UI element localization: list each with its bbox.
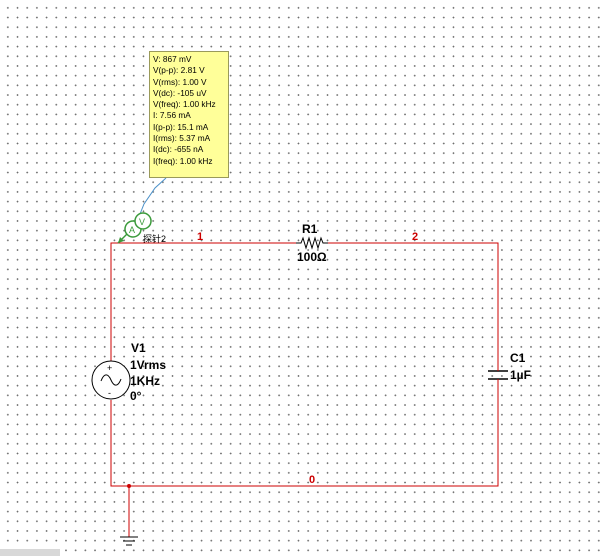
capacitor-value-label: 1µF: [510, 368, 531, 382]
probe-reading-i: I: 7.56 mA: [153, 110, 191, 121]
probe-reading-v: V: 867 mV: [153, 54, 192, 64]
probe-reading-ipp: I(p-p): 15.1 mA: [153, 121, 209, 132]
resistor-r1[interactable]: [296, 236, 328, 250]
probe-reading-ifreq: I(freq): 1.00 kHz: [153, 155, 213, 166]
svg-text:V: V: [139, 217, 145, 227]
horizontal-scrollbar-stub[interactable]: [0, 549, 60, 556]
probe-readout-box[interactable]: V: 867 mV V(p-p): 2.81 V V(rms): 1.00 V …: [149, 51, 229, 178]
wires: [110, 242, 499, 537]
source-amplitude-label: 1Vrms: [130, 358, 167, 372]
capacitor-c1[interactable]: [488, 364, 508, 386]
probe-name-label: 探针2: [143, 234, 167, 244]
sine-wave-icon: [100, 374, 122, 386]
wire-node-1[interactable]: [110, 242, 296, 361]
probe-reading-vpp: V(p-p): 2.81 V: [153, 65, 205, 76]
probe-reading-vrms: V(rms): 1.00 V: [153, 76, 207, 87]
resistor-value-label: 100Ω: [297, 250, 327, 264]
probe-reading-irms: I(rms): 5.37 mA: [153, 133, 211, 144]
svg-text:A: A: [129, 225, 135, 235]
probe-leader-line: [139, 177, 167, 215]
source-plus-sign: +: [107, 363, 112, 373]
resistor-name-label: R1: [302, 222, 318, 236]
probe-reading-vfreq: V(freq): 1.00 kHz: [153, 99, 216, 110]
node-label-2: 2: [412, 231, 419, 243]
wire-node-0[interactable]: [110, 386, 499, 487]
probe-reading-idc: I(dc): -655 nA: [153, 144, 204, 155]
source-minus-sign: -: [108, 388, 111, 398]
ac-source-v1[interactable]: + -: [91, 360, 131, 400]
node-label-1: 1: [197, 231, 204, 243]
probe-icon[interactable]: A V: [117, 212, 152, 244]
source-frequency-label: 1KHz: [130, 374, 161, 388]
ground-symbol[interactable]: [120, 536, 138, 546]
junction-dot: [127, 484, 131, 488]
capacitor-name-label: C1: [510, 351, 526, 365]
wire-node-2[interactable]: [328, 242, 499, 364]
probe-reading-vdc: V(dc): -105 uV: [153, 87, 207, 98]
source-name-label: V1: [131, 341, 146, 355]
node-label-0: 0: [309, 474, 316, 486]
source-phase-label: 0°: [130, 389, 142, 403]
